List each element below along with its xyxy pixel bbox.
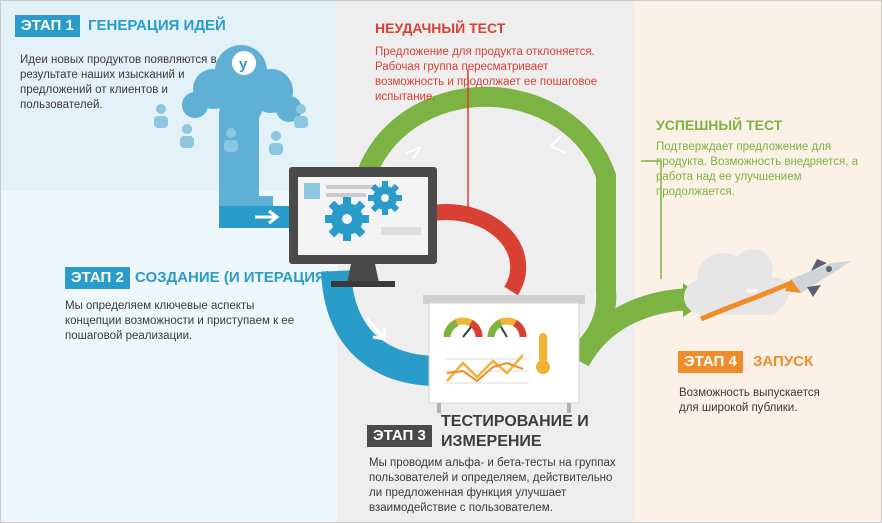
yammer-logo-icon: [232, 51, 256, 75]
stage4-title: ЗАПУСК: [753, 353, 814, 370]
success-loop-arc: [356, 86, 617, 359]
rocket-icon: [785, 259, 851, 297]
stage2-background: [1, 191, 337, 522]
failed-test-title: НЕУДАЧНЫЙ ТЕСТ: [375, 20, 506, 36]
arrow-icon: [405, 146, 422, 160]
cloud-trunk: [219, 111, 259, 206]
build-flow-arrow: [321, 269, 434, 386]
yammer-letter: y: [239, 56, 248, 73]
user-icon: [154, 104, 168, 128]
gear-icon: [368, 181, 402, 215]
presentation-board-icon: [423, 295, 585, 413]
stage3-description: Мы проводим альфа- и бета-тесты на групп…: [369, 457, 616, 514]
stage4-description: Возможность выпускается для широкой публ…: [679, 387, 820, 414]
stage2-badge: ЭТАП 2: [65, 267, 130, 289]
user-icon: [269, 131, 283, 155]
stage2-description: Мы определяем ключевые аспекты концепции…: [65, 300, 295, 342]
stage1-title: ГЕНЕРАЦИЯ ИДЕЙ: [88, 17, 226, 34]
successful-test-title: УСПЕШНЫЙ ТЕСТ: [656, 117, 783, 133]
stage3-badge: ЭТАП 3: [367, 425, 432, 447]
stage1-badge: ЭТАП 1: [15, 15, 80, 37]
successful-test-description: Подтверждает предложение для продукта. В…: [656, 141, 859, 198]
stage4-badge: ЭТАП 4: [678, 351, 743, 373]
rocket-trail: [700, 280, 792, 322]
gauge-icon: [443, 317, 483, 338]
launch-flow-arrow: [569, 288, 692, 367]
failed-test-description: Предложение для продукта отклоняется. Ра…: [375, 46, 598, 103]
line-chart-icon: [445, 354, 529, 384]
arrow-icon: [365, 317, 387, 341]
stage2-title: СОЗДАНИЕ (И ИТЕРАЦИЯ): [135, 269, 331, 286]
users-group: [154, 104, 308, 155]
arrow-icon: [550, 135, 567, 154]
user-icon: [224, 128, 238, 152]
gauge-icon: [487, 317, 527, 338]
thermometer-icon: [536, 333, 550, 374]
arrow-icon: [255, 209, 280, 225]
gear-icon: [325, 197, 369, 241]
stage1-description: Идеи новых продуктов появляются в резуль…: [20, 54, 217, 111]
user-icon: [180, 124, 194, 148]
user-icon: [294, 104, 308, 128]
failure-loop-arc: [431, 204, 527, 296]
stage3-title: ТЕСТИРОВАНИЕ И ИЗМЕРЕНИЕ: [441, 413, 589, 450]
